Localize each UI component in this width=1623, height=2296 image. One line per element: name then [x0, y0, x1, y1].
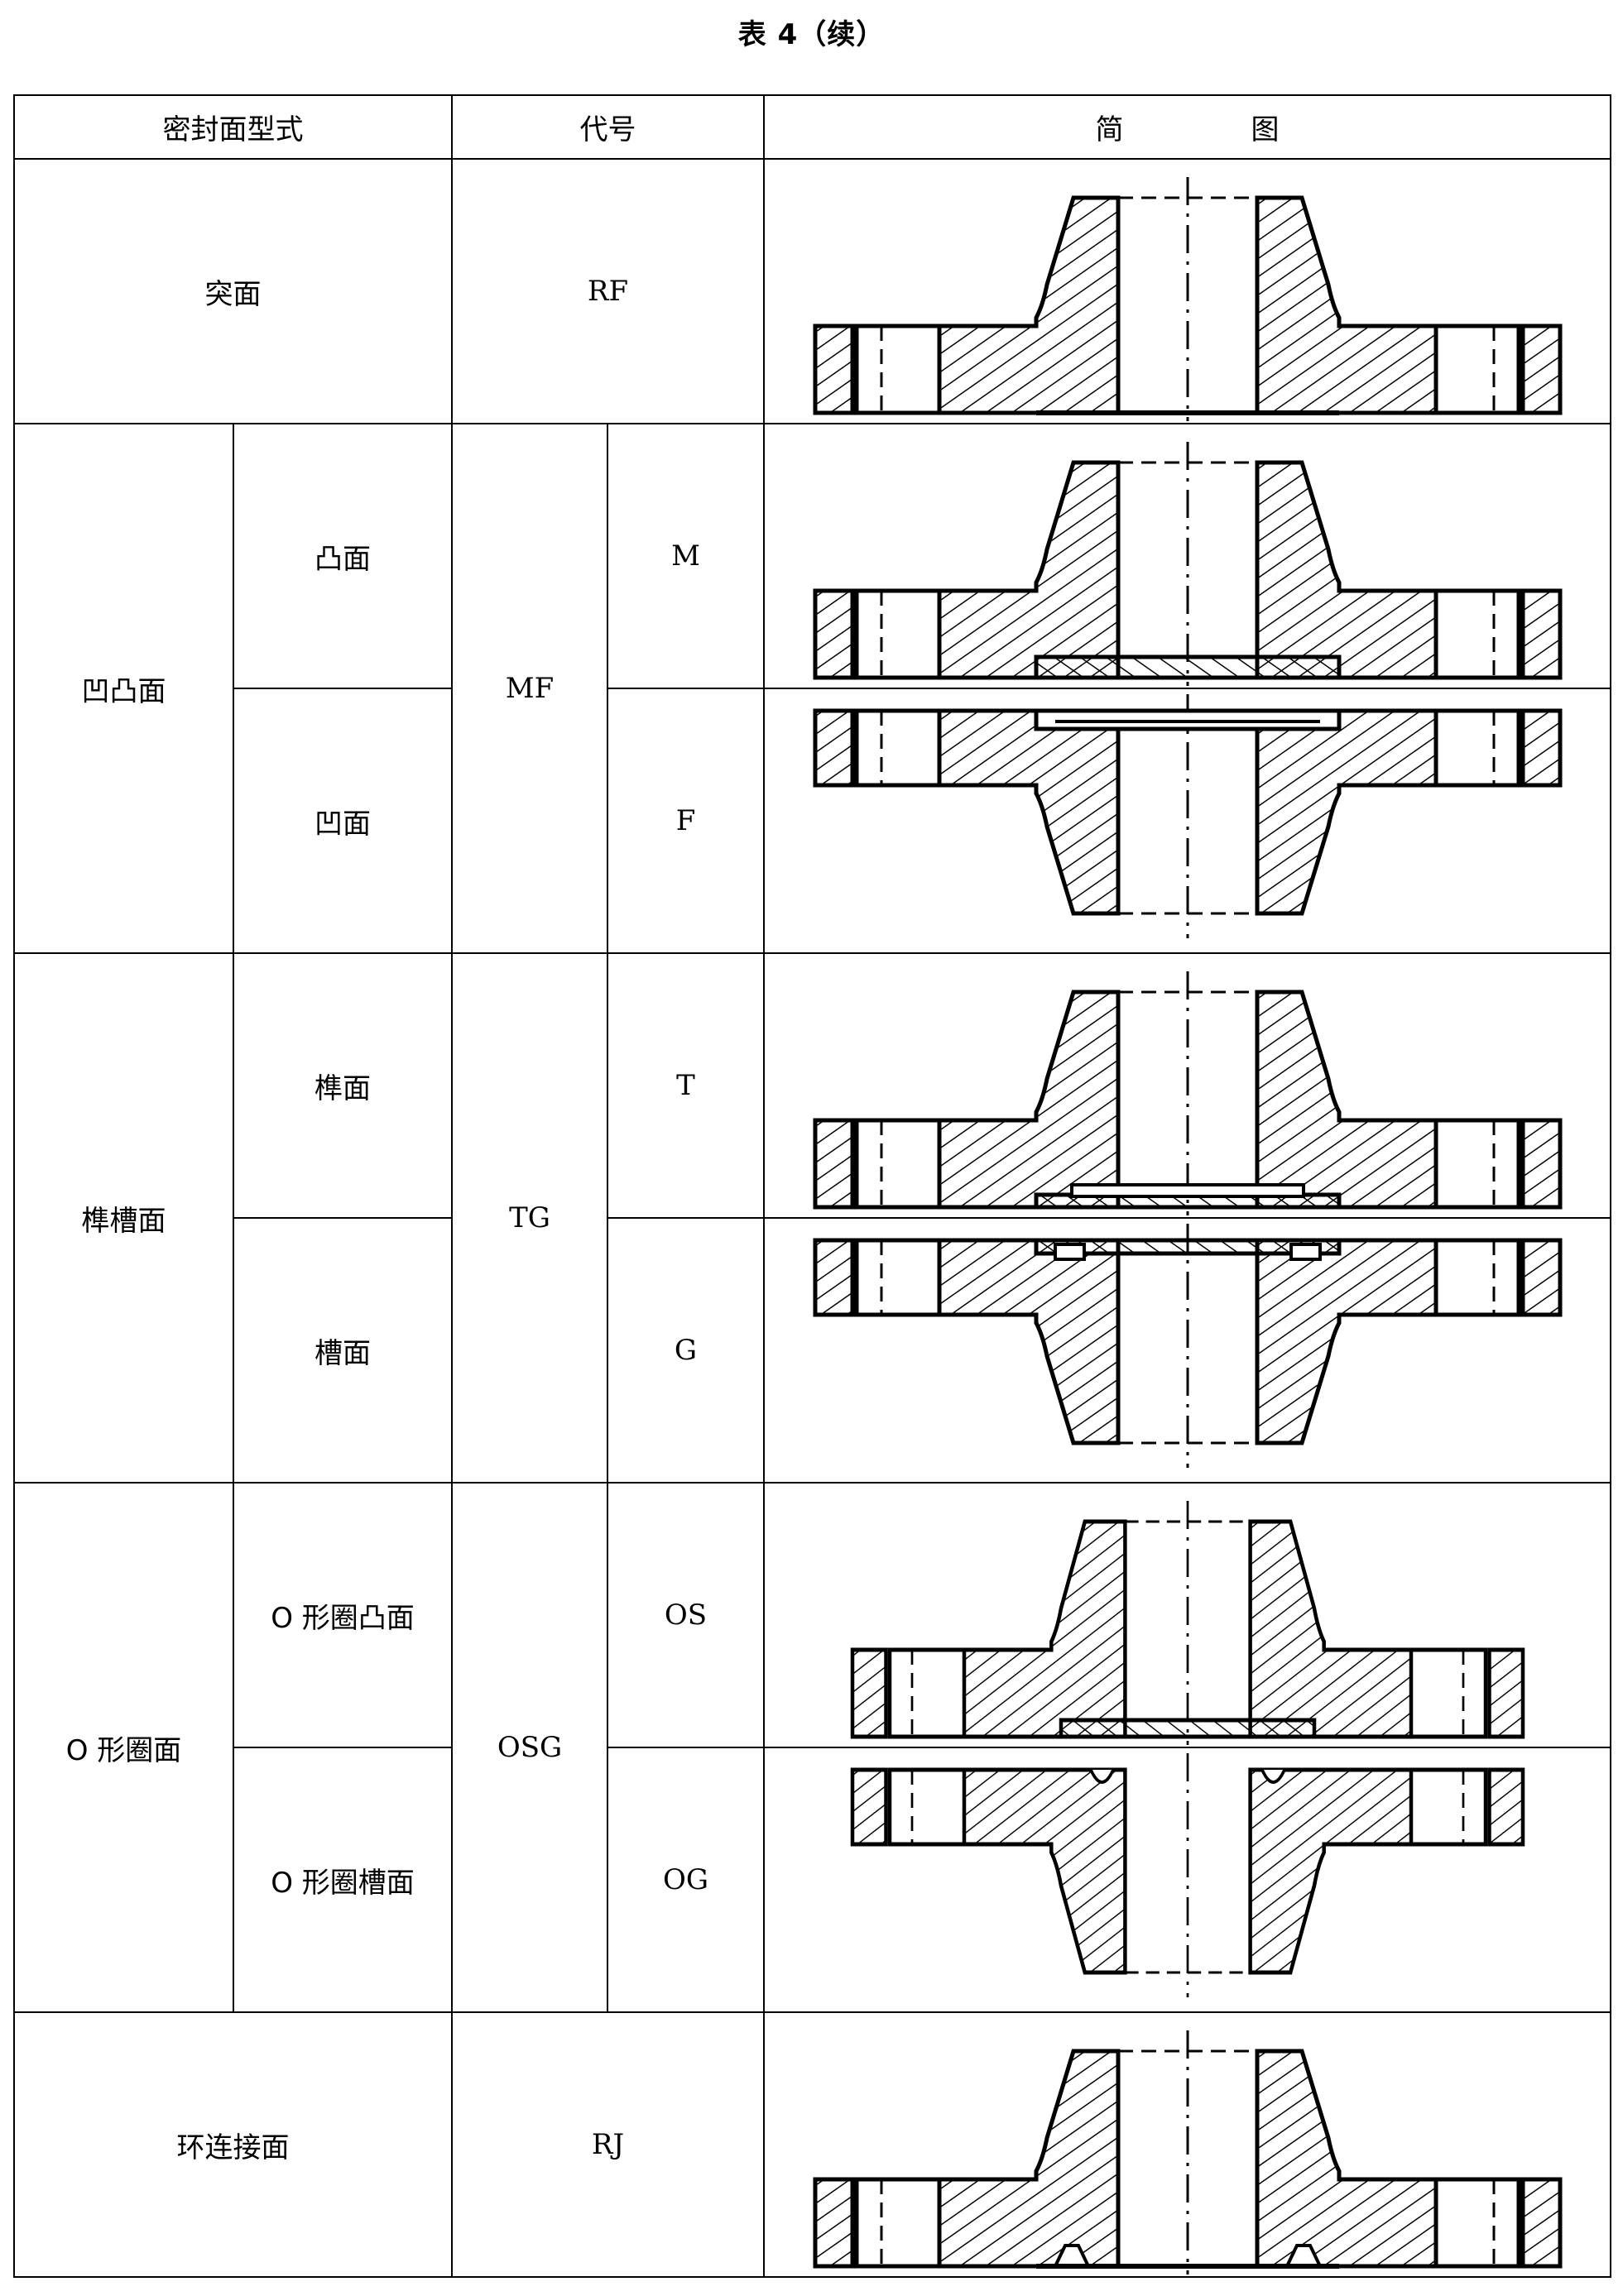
- header-diagram: 简 图: [763, 94, 1611, 160]
- flange-rf-diagram: [774, 161, 1601, 422]
- type-cell: 凹凸面: [13, 423, 234, 954]
- flange-f-diagram: [774, 690, 1601, 951]
- diagram-cell: [763, 1217, 1611, 1484]
- diagram-cell: [763, 2011, 1611, 2278]
- table-row: O 形圈面 O 形圈凸面 OSG OS: [13, 1482, 1611, 2013]
- subtype-cell: 榫面: [233, 952, 453, 1219]
- flange-m-diagram: [774, 425, 1601, 687]
- subcode-cell: OG: [607, 1747, 765, 2013]
- subcode-cell: T: [607, 952, 765, 1219]
- subcode-cell: F: [607, 688, 765, 954]
- type-cell: 环连接面: [13, 2011, 453, 2278]
- type-cell: 榫槽面: [13, 952, 234, 1484]
- flange-g-diagram: [774, 1220, 1601, 1481]
- subcode-cell: M: [607, 423, 765, 689]
- header-row: 密封面型式 代号 简 图: [13, 94, 1611, 160]
- header-code: 代号: [451, 94, 765, 160]
- code-cell: RF: [451, 158, 765, 424]
- diagram-cell: [763, 952, 1611, 1219]
- subcode-cell: G: [607, 1217, 765, 1484]
- subcode-cell: OS: [607, 1482, 765, 1748]
- table-caption: 表 4（续）: [737, 18, 886, 51]
- table-row: O 形圈槽面 OG: [14, 1747, 1611, 2013]
- type-cell: O 形圈面: [13, 1482, 234, 2013]
- code-cell: MF: [451, 423, 608, 954]
- diagram-cell: [763, 1747, 1611, 2013]
- subtype-cell: O 形圈槽面: [233, 1747, 453, 2013]
- table-row: 凹面 F: [14, 688, 1611, 954]
- diagram-cell: [763, 158, 1611, 424]
- diagram-cell: [763, 688, 1611, 954]
- flange-t-diagram: [774, 955, 1601, 1216]
- table-row: 突面 RF: [13, 158, 1611, 424]
- subtype-cell: 槽面: [233, 1217, 453, 1484]
- table-row: 凹凸面 凸面 MF M: [13, 423, 1611, 954]
- code-cell: OSG: [451, 1482, 608, 2013]
- flange-os-diagram: [774, 1484, 1601, 1746]
- diagram-cell: [763, 423, 1611, 689]
- type-cell: 突面: [13, 158, 453, 424]
- code-cell: RJ: [451, 2011, 765, 2278]
- sealing-face-table: 密封面型式 代号 简 图 突面 RF 凹凸面 凸面 MF M 凹面 F: [13, 94, 1611, 2278]
- table-row: 环连接面 RJ: [13, 2011, 1611, 2278]
- flange-og-diagram: [774, 1749, 1601, 2011]
- code-cell: TG: [451, 952, 608, 1484]
- table-row: 榫槽面 榫面 TG T: [13, 952, 1611, 1484]
- subtype-cell: 凸面: [233, 423, 453, 689]
- header-type: 密封面型式: [13, 94, 453, 160]
- flange-rj-diagram: [774, 2014, 1601, 2275]
- table-row: 槽面 G: [14, 1217, 1611, 1484]
- subtype-cell: O 形圈凸面: [233, 1482, 453, 1748]
- subtype-cell: 凹面: [233, 688, 453, 954]
- diagram-cell: [763, 1482, 1611, 1748]
